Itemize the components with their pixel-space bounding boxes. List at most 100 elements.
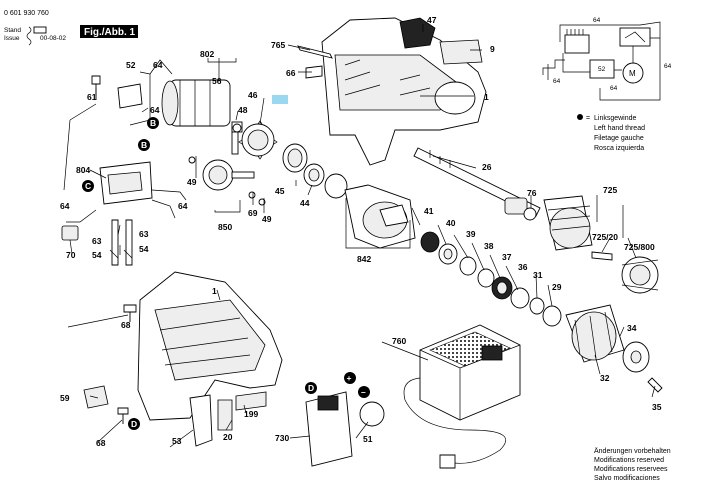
callout-40: 40 — [446, 218, 456, 228]
callout-49: 49 — [262, 214, 272, 224]
marker-d1: D — [128, 418, 140, 430]
footer-line: Modifications reserved — [594, 457, 664, 464]
stand-label: Stand — [4, 27, 21, 34]
schematic-label: 64 — [553, 78, 561, 85]
footer-line: Modifications reservees — [594, 466, 668, 473]
callout-730: 730 — [275, 433, 289, 443]
callout-41: 41 — [424, 206, 434, 216]
callout-199: 199 — [244, 409, 258, 419]
bracket — [189, 394, 213, 447]
screw — [117, 407, 129, 424]
callout-38: 38 — [484, 241, 494, 251]
callout-1: 1 — [212, 286, 217, 296]
marker-label: C — [85, 181, 91, 191]
callout-48: 48 — [238, 105, 248, 115]
nut — [523, 207, 537, 221]
schematic-label: 64 — [593, 17, 601, 24]
marker-label: – — [361, 387, 366, 397]
callout-34: 34 — [627, 323, 637, 333]
callout-31: 31 — [533, 270, 543, 280]
highlight-marker — [272, 95, 288, 104]
callout-54: 54 — [92, 250, 102, 260]
issue-label: Issue — [4, 35, 20, 42]
wiring-schematic: M 64 64 64 64 52 — [542, 17, 672, 101]
schematic-label: 64 — [664, 63, 672, 70]
washer — [510, 287, 530, 309]
marker-label: + — [347, 373, 352, 383]
callout-765: 765 — [271, 40, 285, 50]
legend-line: Linksgewinde — [594, 115, 637, 122]
callout-56: 56 — [212, 76, 222, 86]
callout-1: 1 — [484, 92, 489, 102]
washer — [459, 256, 477, 276]
callout-70: 70 — [66, 250, 76, 260]
callout-64: 64 — [150, 105, 160, 115]
marker-b2: B — [138, 139, 150, 151]
callout-760: 760 — [392, 336, 406, 346]
callout-69: 69 — [248, 208, 258, 218]
callout-46: 46 — [248, 90, 258, 100]
callout-37: 37 — [502, 252, 512, 262]
marker-label: D — [131, 419, 137, 429]
legend-line: Rosca izquierda — [594, 145, 644, 152]
battery-cap — [359, 401, 385, 427]
callout-labels: 765 66 47 9 1 802 56 52 64 61 64 48 46 4… — [60, 15, 662, 448]
callout-49: 49 — [187, 177, 197, 187]
stand-symbol-icon — [33, 26, 47, 34]
callout-29: 29 — [552, 282, 562, 292]
callout-63: 63 — [139, 229, 149, 239]
motor-symbol-label: M — [629, 69, 636, 78]
left-hand-thread-symbol — [577, 114, 583, 120]
schematic-label: 52 — [598, 66, 606, 73]
callout-842: 842 — [357, 254, 371, 264]
callout-64: 64 — [60, 201, 70, 211]
sensor — [61, 225, 79, 241]
callout-51: 51 — [363, 434, 373, 444]
callout-725-800: 725/800 — [624, 242, 655, 252]
callout-725: 725 — [603, 185, 617, 195]
marker-label: B — [150, 118, 156, 128]
marker-minus: – — [358, 386, 370, 398]
ball — [258, 198, 266, 206]
callout-54: 54 — [139, 244, 149, 254]
ball — [248, 191, 256, 199]
washer — [477, 268, 495, 288]
callout-39: 39 — [466, 229, 476, 239]
marker-label: D — [308, 383, 314, 393]
belt-clip — [83, 385, 109, 409]
callout-47: 47 — [427, 15, 437, 25]
callout-68: 68 — [121, 320, 131, 330]
marker-label: B — [141, 140, 147, 150]
callout-35: 35 — [652, 402, 662, 412]
callout-20: 20 — [223, 432, 233, 442]
marker-d2: D — [305, 382, 317, 394]
footer-line: Änderungen vorbehalten — [594, 447, 671, 455]
terminal — [111, 219, 133, 266]
marker-b1: B — [147, 117, 159, 129]
circlip — [529, 297, 545, 315]
callout-59: 59 — [60, 393, 70, 403]
leader-lines — [67, 24, 656, 448]
switch-cover — [399, 17, 436, 49]
callout-725-20: 725/20 — [592, 232, 618, 242]
callout-32: 32 — [600, 373, 610, 383]
callout-64: 64 — [153, 60, 163, 70]
ring — [420, 231, 440, 253]
marker-plus: + — [344, 372, 356, 384]
footer-line: Salvo modificaciones — [594, 475, 660, 482]
issue-date: 00-08-02 — [40, 35, 66, 42]
clip — [305, 65, 323, 79]
label-plate — [439, 39, 483, 65]
bracket-icon — [26, 26, 32, 46]
figure-label: Fig./Abb. 1 — [84, 27, 136, 38]
legend-line: Filetage gauche — [594, 135, 644, 142]
motor — [169, 79, 231, 127]
callout-61: 61 — [87, 92, 97, 102]
callout-9: 9 — [490, 44, 495, 54]
screw — [647, 377, 663, 393]
bearing-ring — [324, 173, 348, 199]
legend-equals: = — [586, 115, 590, 122]
switch-block — [564, 34, 590, 54]
figure-label-box — [80, 25, 138, 38]
